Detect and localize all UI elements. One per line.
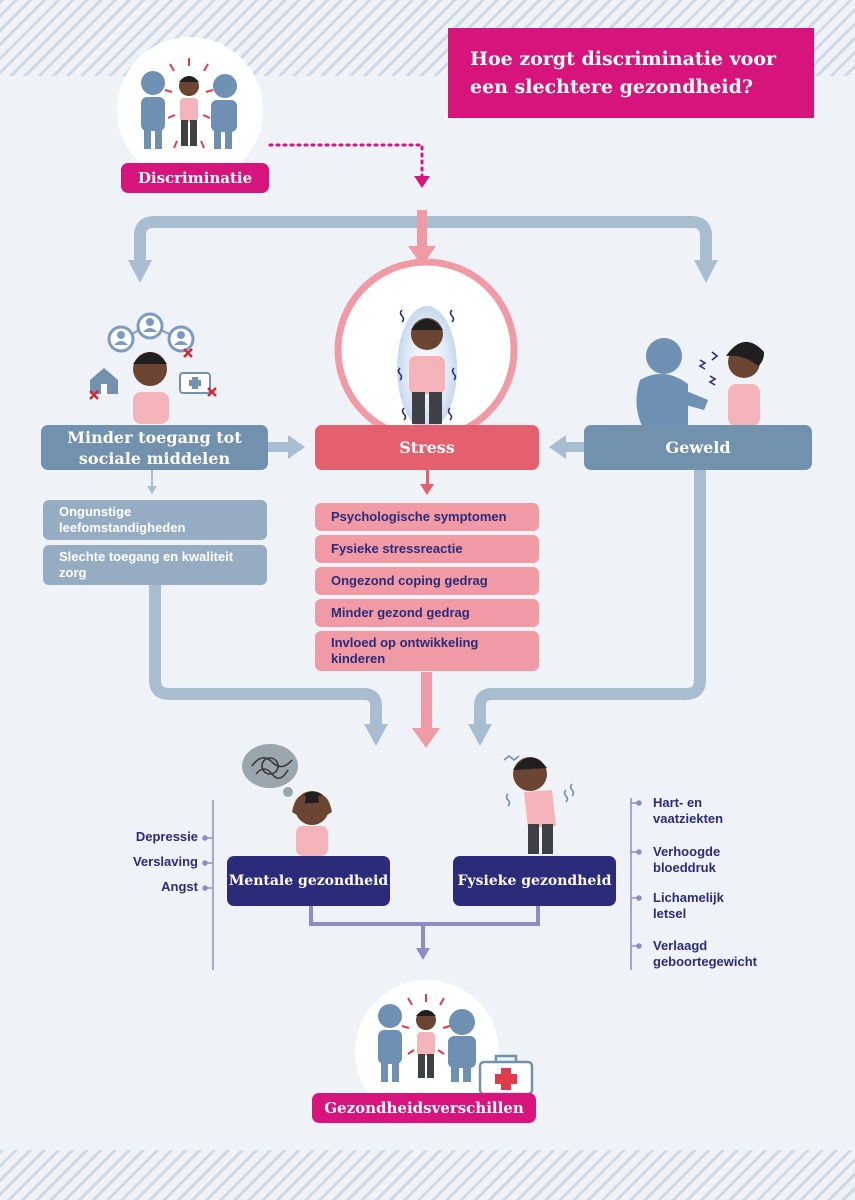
bottom-stripe-band [0,1150,855,1200]
violence-illustration [636,338,764,426]
physical-condition-text: Verlaagd geboortegewicht [653,938,758,969]
mental-condition: Verslaving [78,854,198,869]
violence-heading: Geweld [584,425,812,470]
social-resources-heading-text: Minder toegang tot sociale middelen [67,427,242,468]
stress-item: Fysieke stressreactie [315,535,539,563]
discrimination-tag: Discriminatie [121,163,269,193]
stress-illustration [334,258,518,442]
mental-health-illustration [242,744,332,856]
physical-condition-text: Verhoogde bloeddruk [653,844,721,875]
physical-condition: Hart- en vaatziekten [653,795,763,827]
discrimination-tag-text: Discriminatie [137,169,253,187]
stress-item: Psychologische symptomen [315,503,539,531]
mental-health-box: Mentale gezondheid [227,856,390,906]
physical-condition: Verhoogde bloeddruk [653,844,753,876]
physical-condition-text: Hart- en vaatziekten [653,795,724,826]
stress-item-text: Psychologische symptomen [331,509,507,524]
mental-condition: Angst [78,879,198,894]
health-disparities-illustration [355,980,534,1124]
social-resources-heading: Minder toegang tot sociale middelen [41,425,268,470]
mental-condition-text: Depressie [135,829,198,844]
side-arrows [147,435,584,495]
page-title: Hoe zorgt discriminatie voor een slechte… [448,28,814,118]
stress-item-text: Fysieke stressreactie [331,541,463,556]
health-disparities-tag-text: Gezondheidsverschillen [324,1099,524,1117]
stress-item: Ongezond coping gedrag [315,567,539,595]
stress-item: Invloed op ontwikkeling kinderen [315,631,539,671]
physical-condition: Lichamelijk letsel [653,890,743,922]
physical-health-box: Fysieke gezondheid [453,856,616,906]
physical-health-text: Fysieke gezondheid [457,873,612,889]
split-arrows [128,210,718,283]
violence-heading-text: Geweld [665,438,731,457]
stress-item: Minder gezond gedrag [315,599,539,627]
condition-connectors [202,798,642,970]
physical-condition: Verlaagd geboortegewicht [653,938,803,970]
stress-heading-text: Stress [399,438,455,457]
final-merge [309,906,540,960]
dotted-arrow [268,143,430,188]
stress-item-text: Invloed op ontwikkeling kinderen [331,635,479,666]
left-item: Slechte toegang en kwaliteit zorg [43,545,267,585]
page-title-text: Hoe zorgt discriminatie voor een slechte… [470,48,777,98]
health-disparities-tag: Gezondheidsverschillen [312,1093,536,1123]
mental-condition-text: Verslaving [132,854,198,869]
stress-item-text: Minder gezond gedrag [331,605,470,620]
stress-item-text: Ongezond coping gedrag [331,573,488,588]
left-item-text: Slechte toegang en kwaliteit zorg [59,549,234,580]
left-item-text: Ongunstige leefomstandigheden [59,504,186,535]
mental-health-text: Mentale gezondheid [228,873,389,889]
social-network-illustration [89,312,217,424]
discrimination-illustration [117,37,263,183]
mental-condition: Depressie [78,829,198,844]
physical-condition-text: Lichamelijk letsel [653,890,724,921]
mental-condition-text: Angst [161,879,198,894]
physical-health-illustration [503,754,575,854]
stress-heading: Stress [315,425,539,470]
left-item: Ongunstige leefomstandigheden [43,500,267,540]
merge-arrows [149,470,706,748]
